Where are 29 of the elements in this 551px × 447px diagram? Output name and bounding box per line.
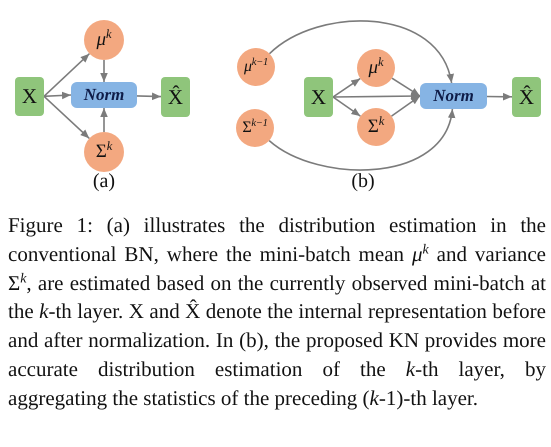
arrow xyxy=(136,92,162,100)
arrow xyxy=(100,108,108,132)
norm-box: Norm xyxy=(71,82,137,108)
statistic-circle: μ$^{k}$ xyxy=(84,20,124,60)
statistic-circle: Σ$^{k}$ xyxy=(84,132,124,172)
variable-box: X̂ xyxy=(161,77,190,117)
arrow xyxy=(268,108,454,171)
statistic-circle: Σ$^{k}$ xyxy=(357,108,395,146)
norm-box: Norm xyxy=(420,83,487,109)
arrow xyxy=(332,96,361,117)
arrow xyxy=(332,78,361,98)
statistic-circle: μ$^{k−1}$ xyxy=(237,48,275,86)
statistic-circle: Σ$^{k−1}$ xyxy=(236,109,274,147)
figure-caption: Figure 1: (a) illustrates the distribution estimation in the conventional BN, where the mini-batch mean μ$^{k}$ and variance Σ$^{k}$, are estimated based on the currently observed mini-batch at the k-th layer. X and X̂ denote the internal representation before and after normalization. In (b), the proposed KN provides more accurate distribution estimation of the k-th layer, by aggregating the statistics of the preceding (k-1)-th layer. xyxy=(8,212,546,412)
arrow xyxy=(43,96,90,139)
panel-label: (a) xyxy=(92,170,116,192)
arrow xyxy=(391,95,420,117)
panel-label: (b) xyxy=(351,170,375,192)
arrow xyxy=(269,20,453,84)
variable-box: X xyxy=(304,77,333,117)
arrow xyxy=(392,78,420,97)
arrow xyxy=(100,60,108,82)
statistic-circle: μ$^{k}$ xyxy=(357,49,395,87)
variable-box: X̂ xyxy=(512,77,541,117)
variable-box: X xyxy=(15,77,44,116)
arrow xyxy=(486,92,512,100)
arrow xyxy=(44,92,72,100)
arrow xyxy=(43,53,90,97)
arrow xyxy=(333,92,420,100)
